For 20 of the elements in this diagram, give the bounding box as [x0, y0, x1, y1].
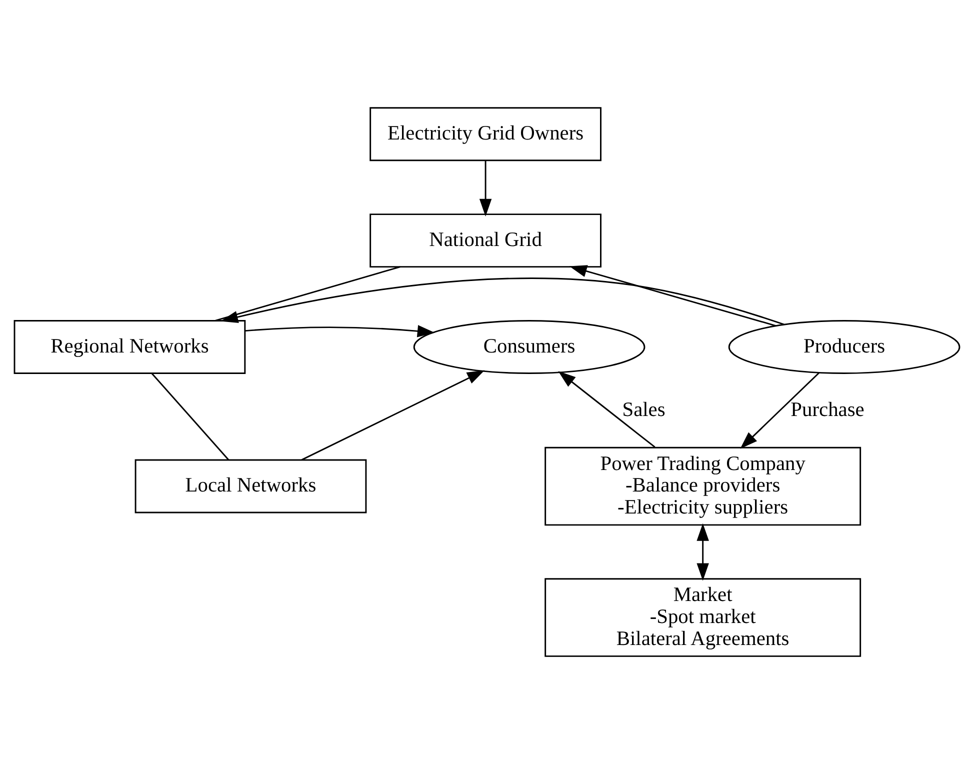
arrow — [558, 370, 656, 448]
arrow — [220, 277, 784, 325]
arrow — [740, 372, 820, 448]
connector — [215, 266, 401, 321]
node-ellipse: Producers — [728, 320, 960, 374]
node-box: National Grid — [370, 213, 602, 268]
node-box: Market -Spot market Bilateral Agreements — [544, 578, 862, 656]
node-box: Electricity Grid Owners — [370, 106, 602, 161]
node-ellipse: Consumers — [413, 320, 646, 374]
arrow — [301, 370, 485, 460]
node-box: Power Trading Company -Balance providers -Electricity suppliers — [544, 446, 862, 526]
arrow — [479, 160, 492, 216]
node-box: Regional Networks — [14, 320, 246, 374]
arrow — [696, 522, 709, 580]
node-box: Local Networks — [134, 458, 367, 513]
edge-label: Sales — [622, 398, 666, 420]
arrow — [245, 324, 435, 337]
edge-label: Purchase — [790, 398, 864, 420]
connector — [151, 372, 230, 460]
arrow — [569, 264, 776, 326]
